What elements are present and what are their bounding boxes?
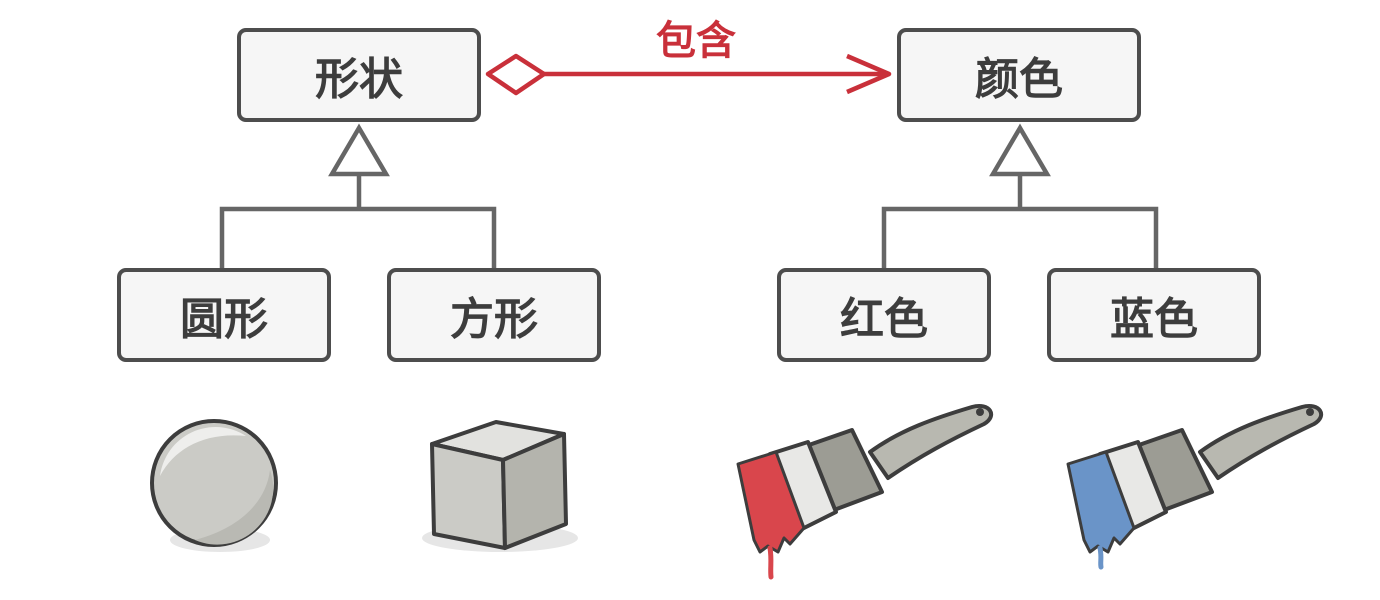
square-box: 方形	[387, 268, 601, 362]
color-box: 颜色	[897, 28, 1141, 122]
blue-paintbrush-icon	[1066, 403, 1324, 570]
blue-box: 蓝色	[1047, 268, 1261, 362]
aggregation-label: 包含	[656, 18, 736, 64]
red-box: 红色	[777, 268, 991, 362]
red-paintbrush-icon	[736, 403, 994, 580]
aggregation-arrow	[485, 53, 892, 96]
color-inheritance	[881, 123, 1159, 270]
sphere-icon	[150, 419, 278, 552]
cube-icon	[422, 420, 578, 552]
shape-box: 形状	[237, 28, 481, 122]
shape-inheritance	[219, 123, 497, 270]
circle-box: 圆形	[117, 268, 331, 362]
